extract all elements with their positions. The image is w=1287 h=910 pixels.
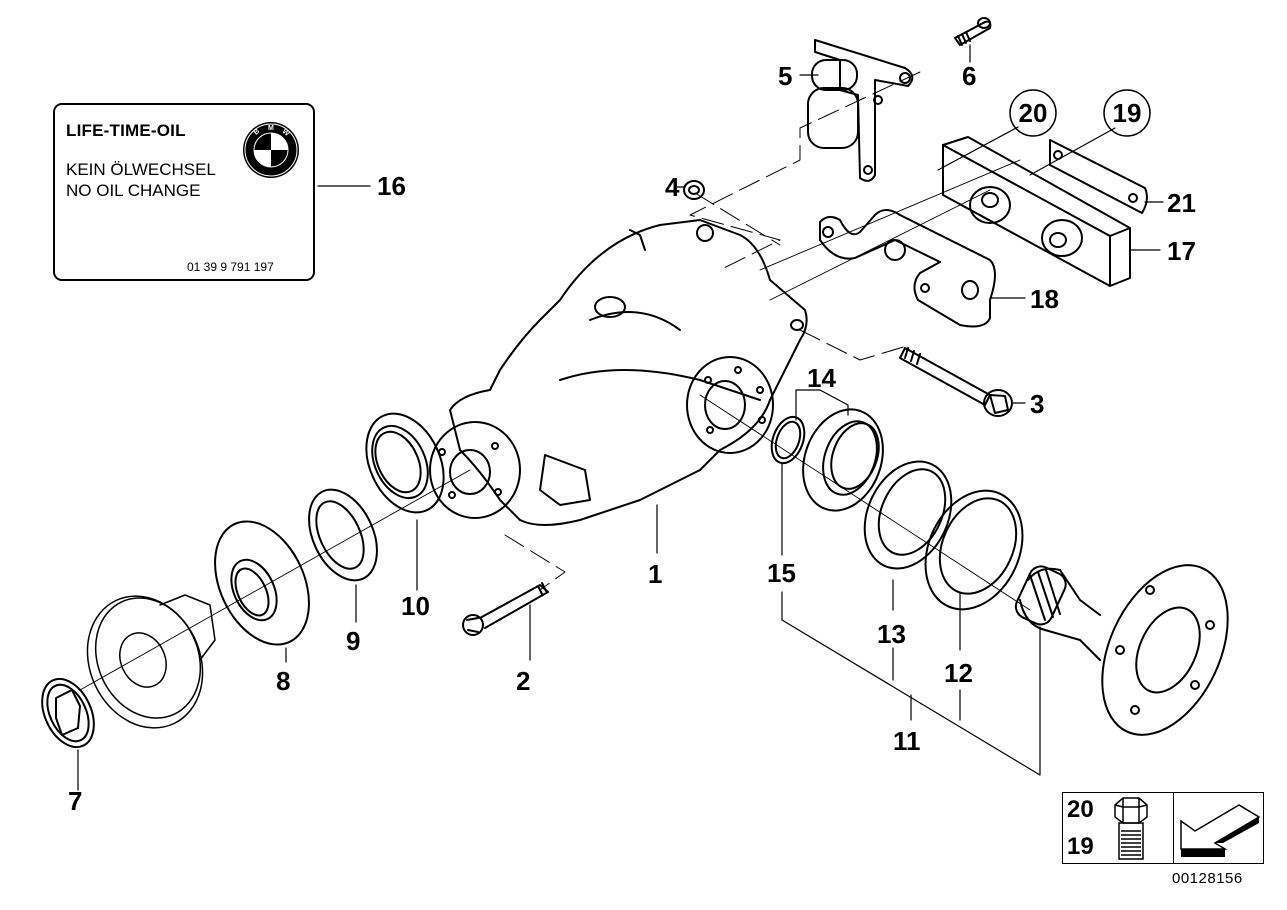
svg-text:20: 20 xyxy=(1019,98,1048,128)
part-14-bearing[interactable] xyxy=(790,398,897,522)
diagram-id: 00128156 xyxy=(1172,870,1243,887)
life-time-oil-label[interactable]: LIFE-TIME-OIL KEIN ÖLWECHSEL NO OIL CHAN… xyxy=(53,103,315,281)
left-output-flange[interactable] xyxy=(66,577,223,747)
axis-lines xyxy=(79,159,1031,691)
svg-text:M: M xyxy=(268,125,274,132)
part-9-seal[interactable] xyxy=(296,479,391,591)
part-4-nut[interactable] xyxy=(683,180,705,200)
part-17-mount[interactable] xyxy=(942,136,1131,287)
bmw-roundel-icon: B M W xyxy=(243,122,299,178)
callout-5[interactable]: 5 xyxy=(778,61,792,91)
part-5-damper[interactable] xyxy=(807,39,914,182)
callout-10[interactable]: 10 xyxy=(401,591,430,621)
callout-8[interactable]: 8 xyxy=(276,666,290,696)
callout-labels: 1 2 3 4 5 6 7 8 9 10 11 12 13 14 15 16 1… xyxy=(68,61,1196,816)
callout-9[interactable]: 9 xyxy=(346,626,360,656)
part-18-bracket[interactable] xyxy=(819,209,996,328)
oil-label-english-text: NO OIL CHANGE xyxy=(66,181,201,200)
part-8-seal-flange[interactable] xyxy=(196,506,327,659)
callout-17[interactable]: 17 xyxy=(1167,236,1196,266)
direction-arrow-icon xyxy=(1180,804,1261,857)
part-12-seal[interactable] xyxy=(907,475,1041,625)
part-3-bolt[interactable] xyxy=(899,347,1013,417)
part-10-seal[interactable] xyxy=(351,401,458,525)
part-7-collar-nut[interactable] xyxy=(32,671,104,756)
callout-14[interactable]: 14 xyxy=(807,363,836,393)
callout-3[interactable]: 3 xyxy=(1030,389,1044,419)
callout-7[interactable]: 7 xyxy=(68,786,82,816)
part-1-differential[interactable] xyxy=(429,219,808,526)
leader-lines xyxy=(77,44,1164,791)
part-2-bolt[interactable] xyxy=(462,582,549,636)
guide-lines xyxy=(504,71,921,591)
part-13-seal[interactable] xyxy=(848,447,968,582)
callout-12[interactable]: 12 xyxy=(944,658,973,688)
callout-15[interactable]: 15 xyxy=(767,558,796,588)
circled-callout-19[interactable]: 19 xyxy=(1103,89,1151,137)
callout-4[interactable]: 4 xyxy=(665,172,680,202)
legend-box: 20 19 xyxy=(1062,792,1264,864)
callout-2[interactable]: 2 xyxy=(516,666,530,696)
part-21-plate[interactable] xyxy=(1049,139,1148,214)
svg-text:19: 19 xyxy=(1113,98,1142,128)
callout-21[interactable]: 21 xyxy=(1167,188,1196,218)
svg-text:W: W xyxy=(281,128,291,138)
hex-bolt-icon xyxy=(1114,797,1148,860)
right-output-shaft[interactable] xyxy=(1012,545,1253,755)
svg-text:B: B xyxy=(253,128,261,137)
callout-13[interactable]: 13 xyxy=(877,619,906,649)
callout-18[interactable]: 18 xyxy=(1030,284,1059,314)
callout-16[interactable]: 16 xyxy=(377,171,406,201)
part-6-screw[interactable] xyxy=(954,17,992,46)
oil-label-german-text: KEIN ÖLWECHSEL xyxy=(66,160,216,179)
oil-label-part-number: 01 39 9 791 197 xyxy=(187,260,274,274)
legend-number-20: 20 xyxy=(1067,796,1094,823)
callout-1[interactable]: 1 xyxy=(648,559,662,589)
circled-callout-20[interactable]: 20 xyxy=(1009,89,1057,137)
callout-11[interactable]: 11 xyxy=(893,726,921,756)
oil-label-title: LIFE-TIME-OIL xyxy=(66,121,186,140)
callout-6[interactable]: 6 xyxy=(962,61,976,91)
legend-divider xyxy=(1173,793,1174,863)
circled-callouts: 20 19 xyxy=(1009,89,1151,137)
legend-number-19: 19 xyxy=(1067,833,1094,860)
